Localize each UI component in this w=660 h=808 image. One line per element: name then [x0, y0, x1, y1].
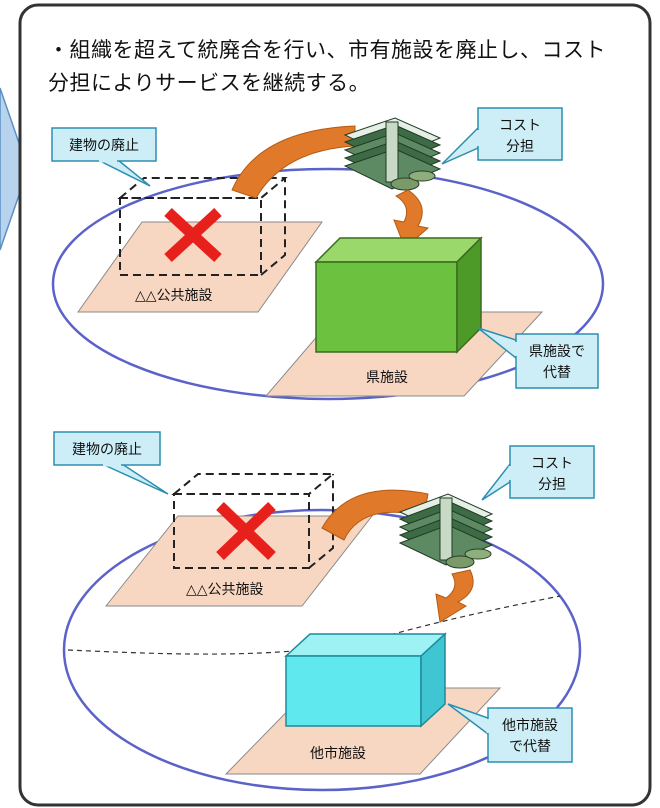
top-public-facility-label: △△公共施設 [135, 288, 213, 304]
top-callout-cost-line1: コスト [499, 118, 541, 134]
top-callout-cost-line2: 分担 [506, 139, 534, 155]
bottom-public-facility-label: △△公共施設 [186, 582, 264, 598]
bottom-down-arrow [435, 569, 474, 623]
left-chevron-arrow [0, 87, 29, 251]
bottom-other-city-facility-label: 他市施設 [310, 745, 366, 762]
top-down-arrow [393, 189, 430, 249]
bottom-callout-replace-line2: で代替 [509, 739, 551, 755]
bottom-cross-mark [216, 502, 276, 560]
top-callout-replace: 県施設で 代替 [477, 327, 599, 389]
top-prefectural-facility-label: 県施設 [366, 370, 408, 386]
bottom-other-city-building [284, 632, 447, 728]
top-callout-replace-line2: 代替 [543, 365, 571, 381]
top-callout-demolish-text: 建物の廃止 [69, 137, 139, 154]
top-demolished-building-outline [117, 177, 288, 276]
bottom-callout-demolish: 建物の廃止 [53, 431, 169, 495]
scenario-top: △△公共施設 建物の廃止 [51, 107, 605, 401]
bottom-money-icon [398, 493, 494, 569]
caption-line-2: 分担によりサービスを継続する。 [48, 71, 371, 95]
top-area-ellipse [51, 167, 605, 401]
scenario-bottom: △△公共施設 建物の廃止 [53, 431, 595, 792]
top-callout-replace-line1: 県施設で [529, 344, 585, 360]
bottom-callout-demolish-text: 建物の廃止 [72, 441, 142, 458]
page-caption: ・組織を超えて統廃合を行い、市有施設を廃止し、コスト 分担によりサービスを継続す… [48, 34, 648, 100]
bottom-callout-cost: コスト 分担 [481, 445, 595, 501]
bottom-demolished-building-outline [171, 473, 336, 569]
bottom-public-floor [104, 515, 374, 607]
bottom-cost-arrow [321, 489, 429, 541]
bottom-area-ellipse [62, 508, 582, 792]
top-callout-cost: コスト 分担 [441, 107, 563, 165]
caption-line-1: ・組織を超えて統廃合を行い、市有施設を廃止し、コスト [48, 38, 606, 62]
bottom-callout-cost-line1: コスト [531, 456, 573, 472]
top-callout-demolish: 建物の廃止 [51, 127, 157, 187]
bottom-callout-replace: 他市施設 で代替 [447, 703, 573, 763]
top-cross-mark [164, 207, 222, 263]
top-money-icon [343, 117, 442, 191]
bottom-callout-cost-line2: 分担 [538, 477, 566, 493]
top-prefectural-building [314, 236, 483, 354]
bottom-callout-replace-line1: 他市施設 [502, 717, 558, 734]
